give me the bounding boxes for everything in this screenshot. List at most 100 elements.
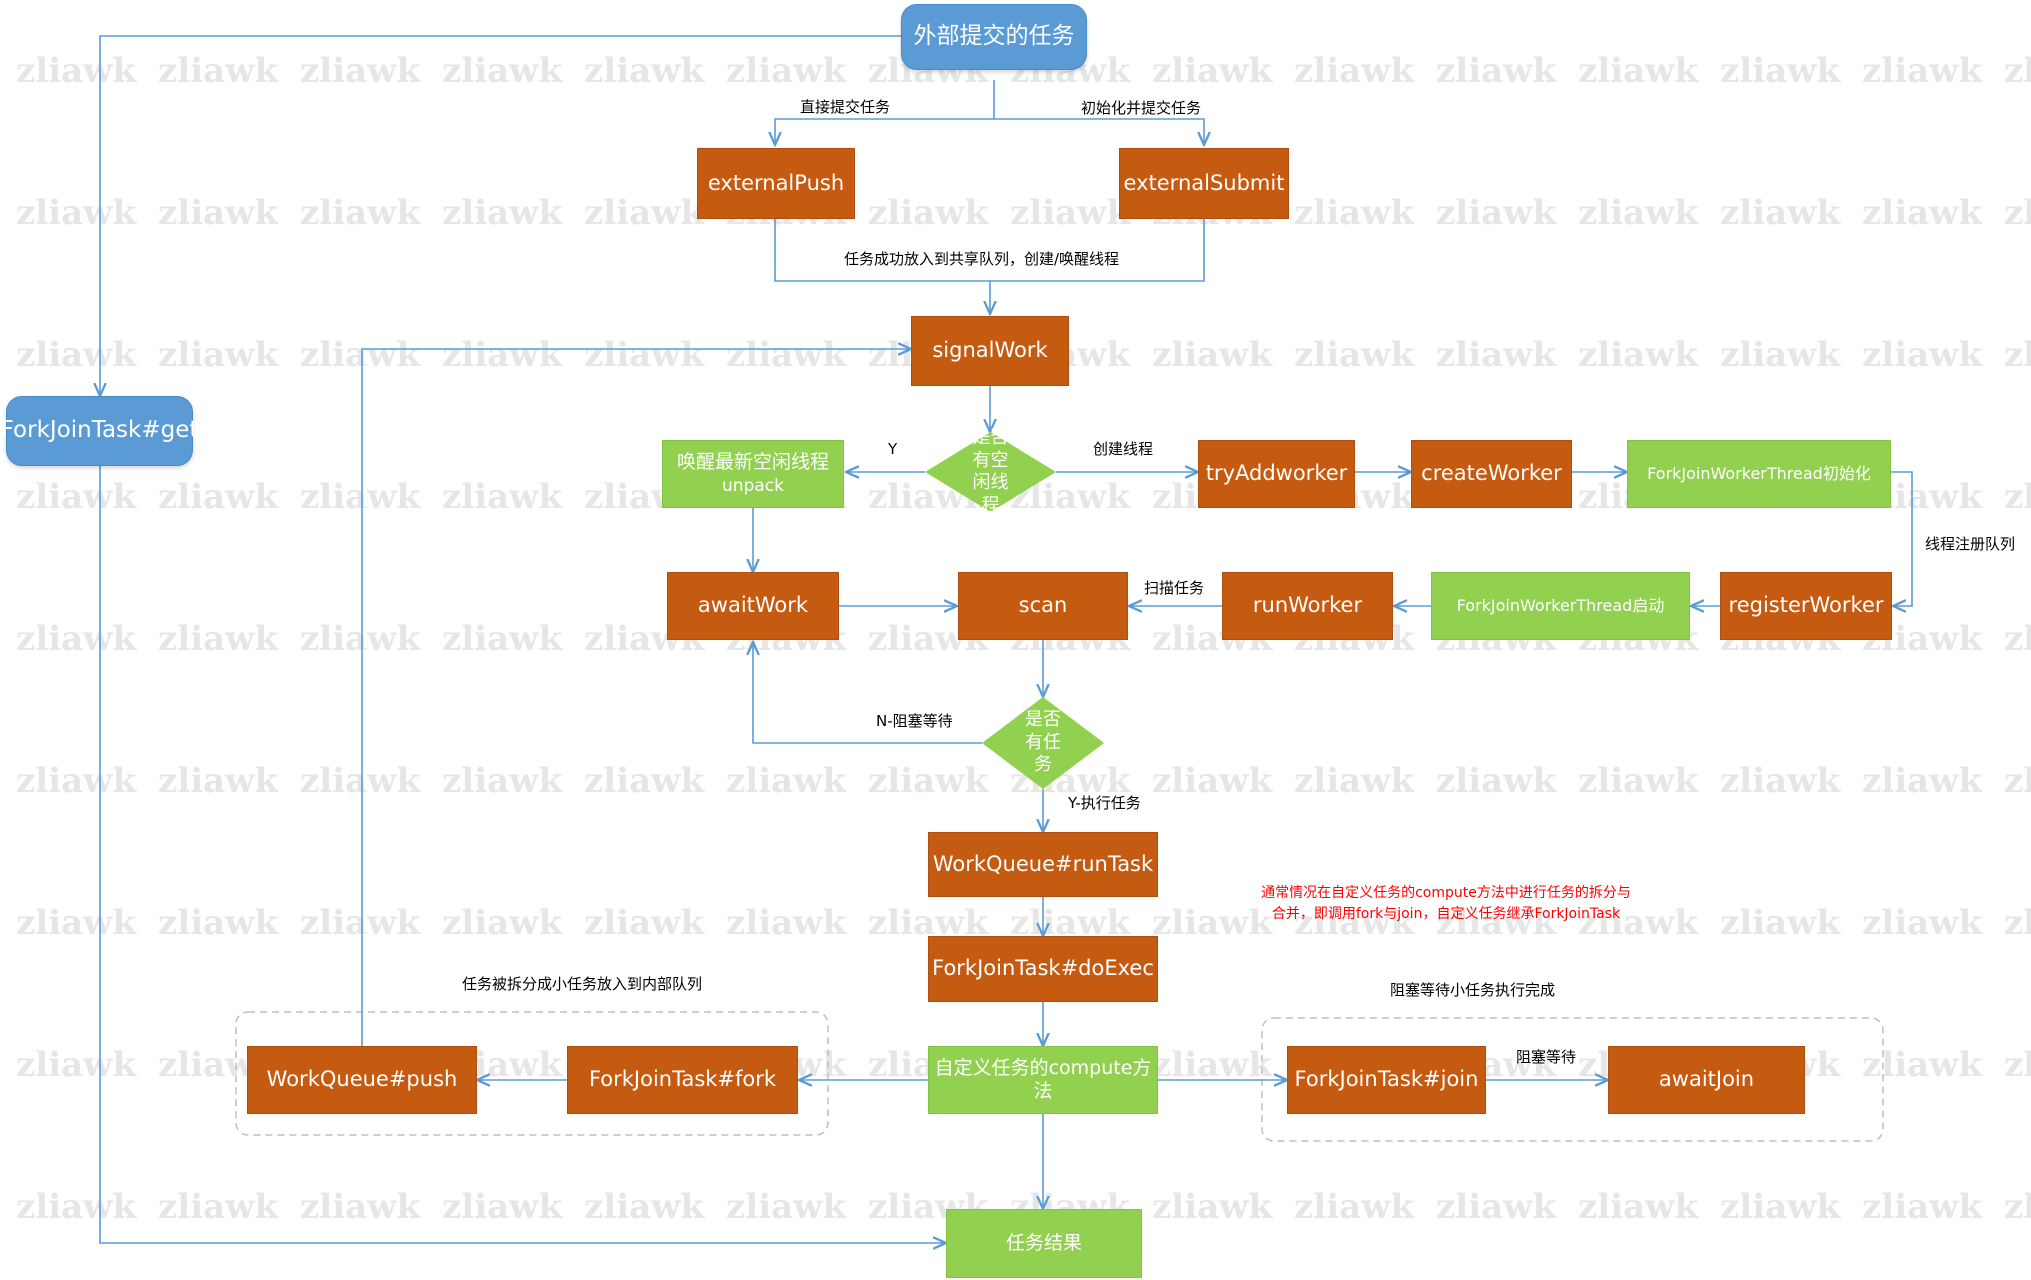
watermark-text: zliawk [868,193,989,233]
edge-start-to-externalsubmit [994,118,1204,145]
watermark-text: zliawk [442,51,563,91]
watermark-text: zliawk [1578,51,1699,91]
node-createworker: createWorker [1411,440,1572,508]
watermark-text: zliawk [2004,1187,2031,1227]
edge-decision-task-to-awaitwork [753,642,982,744]
watermark-text: zliawk [442,619,563,659]
label-scan-task: 扫描任务 [1144,579,1205,597]
watermark-text: zliawk [16,903,137,943]
watermark-text: zliawk [1436,51,1557,91]
watermark-text: zliawk [16,335,137,375]
watermark-text: zliawk [16,1187,137,1227]
watermark-text: zliawk [1862,193,1983,233]
watermark-text: zliawk [868,761,989,801]
edge-push-to-signalwork [361,349,911,1046]
watermark-text: zliawk [1010,193,1131,233]
watermark-text: zliawk [1152,335,1273,375]
watermark-text: zliawk [442,1187,563,1227]
watermark-text: zliawk [2004,51,2031,91]
watermark-text: zliawk [1578,1187,1699,1227]
watermark-text: zliawk [584,51,705,91]
watermark-text: zliawk [1152,903,1273,943]
node-workqueue-push: WorkQueue#push [247,1046,477,1114]
watermark-text: zliawk [1720,335,1841,375]
watermark-text: zliawk [1294,335,1415,375]
node-forkjointask-get: ForkJoinTask#get [1,396,198,466]
watermark-text: zliawk [16,193,137,233]
watermark-text: zliawk [442,903,563,943]
watermark-text: zliawk [1862,1045,1983,1085]
edge-externalsubmit-to-signalwork [990,219,1205,282]
watermark-text: zliawk [1720,903,1841,943]
watermark-text: zliawk [1720,51,1841,91]
watermark-text: zliawk [300,477,421,517]
node-forkjointask-doexec: ForkJoinTask#doExec [928,936,1158,1002]
node-signalwork: signalWork [911,316,1069,386]
watermark-text: zliawk [1152,1045,1273,1085]
watermark-text: zliawk [442,477,563,517]
watermark-text: zliawk [1436,193,1557,233]
node-task-result: 任务结果 [946,1209,1142,1278]
watermark-text: zliawk [1436,1187,1557,1227]
node-workqueue-runtask: WorkQueue#runTask [928,832,1158,897]
label-queued: 任务成功放入到共享队列，创建/唤醒线程 [844,250,1120,268]
node-externalpush: externalPush [697,148,855,219]
watermark-text: zliawk [726,1187,847,1227]
node-thread-start: ForkJoinWorkerThread启动 [1431,572,1690,640]
watermark-text: zliawk [1294,51,1415,91]
watermark-text: zliawk [726,761,847,801]
watermark-text: zliawk [2004,1045,2031,1085]
watermark-text: zliawk [1436,903,1557,943]
watermark-text: zliawk [2004,761,2031,801]
watermark-text: zliawk [158,193,279,233]
watermark-text: zliawk [1720,1187,1841,1227]
watermark-text: zliawk [300,619,421,659]
watermark-text: zliawk [300,903,421,943]
edge-start-to-externalpush [775,80,995,145]
watermark-text: zliawk [300,1187,421,1227]
watermark-text: zliawk [300,761,421,801]
watermark-text: zliawk [300,335,421,375]
watermark-text: zliawk [158,1187,279,1227]
watermark-text: zliawk [726,903,847,943]
watermark-text: zliawk [584,335,705,375]
watermark-text: zliawk [1862,761,1983,801]
watermark-text: zliawk [1862,903,1983,943]
watermark-text: zliawk [1152,761,1273,801]
watermark-text: zliawk [1152,1187,1273,1227]
watermark-text: zliawk [1294,761,1415,801]
edge-start-to-get [100,35,901,396]
watermark-text: zliawk [1436,761,1557,801]
label-direct-submit: 直接提交任务 [800,98,891,116]
label-split-push: 任务被拆分成小任务放入到内部队列 [462,975,703,993]
fork-group-frame [235,1011,829,1136]
watermark-text: zliawk [16,619,137,659]
annotation-note: 通常情况在自定义任务的compute方法中进行任务的拆分与 合并，即调用fork… [1216,883,1676,925]
watermark-text: zliawk [1578,335,1699,375]
label-no-block-wait: N-阻塞等待 [876,712,953,730]
label-yes-execute: Y-执行任务 [1068,794,1141,812]
node-tryaddworker: tryAddworker [1198,440,1355,508]
decision-has-task: 是否有任务 [982,697,1104,789]
node-registerworker: registerWorker [1720,572,1892,640]
edge-externalpush-to-signalwork [774,219,990,314]
watermark-text: zliawk [1720,761,1841,801]
watermark-text: zliawk [2004,619,2031,659]
label-register-queue: 线程注册队列 [1925,535,2016,553]
watermark-text: zliawk [158,903,279,943]
node-awaitjoin: awaitJoin [1608,1046,1805,1114]
watermark-text: zliawk [16,477,137,517]
watermark-text: zliawk [584,193,705,233]
watermark-text: zliawk [1294,903,1415,943]
watermark-text: zliawk [158,477,279,517]
watermark-text: zliawk [300,193,421,233]
watermark-text: zliawk [442,193,563,233]
watermark-text: zliawk [1578,903,1699,943]
watermark-text: zliawk [158,335,279,375]
watermark-text: zliawk [16,51,137,91]
label-yes: Y [888,440,898,458]
node-thread-init: ForkJoinWorkerThread初始化 [1627,440,1891,508]
edge-get-to-result [99,466,946,1243]
decision-task-label: 是否有任务 [1025,709,1061,776]
